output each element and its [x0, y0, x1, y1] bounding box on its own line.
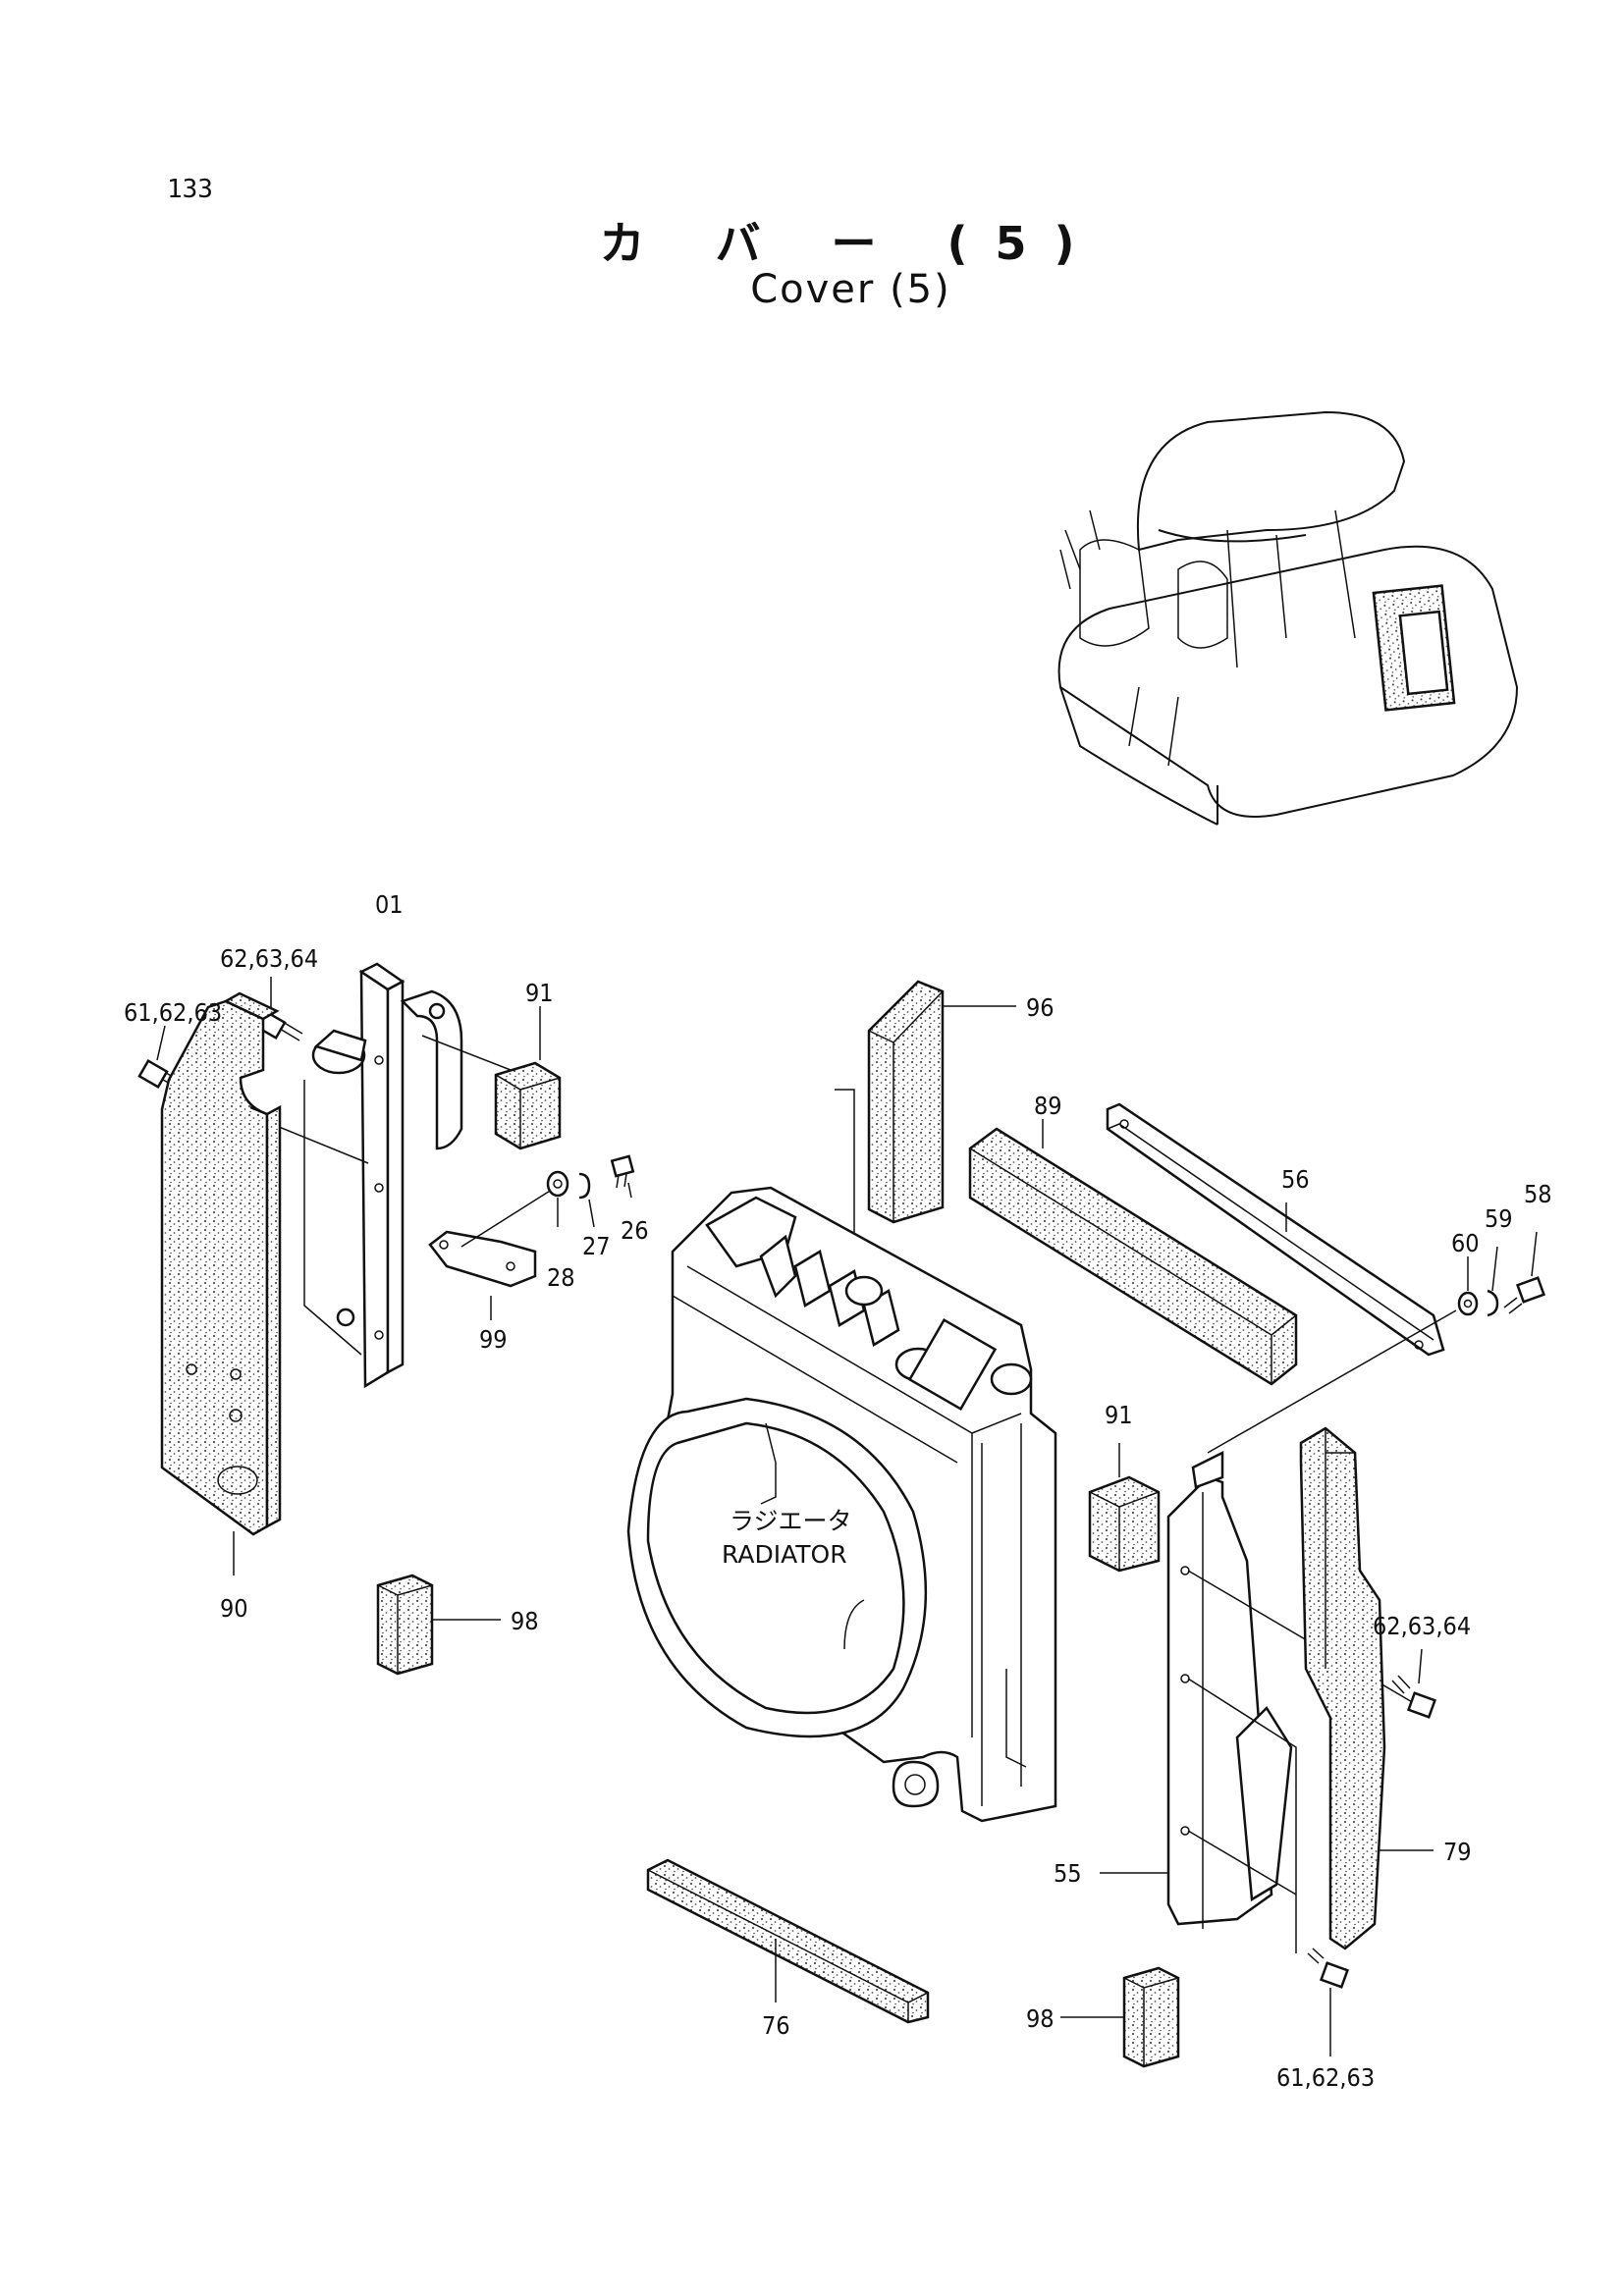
callout-91-top: 91 [525, 979, 554, 1007]
callout-60: 60 [1451, 1229, 1480, 1257]
callout-99: 99 [479, 1325, 508, 1354]
callout-27: 27 [582, 1232, 611, 1260]
bolt-group-62-63-64-right [1391, 1648, 1437, 1719]
callout-62-63-64-top: 62,63,64 [220, 944, 318, 973]
page-title-japanese: カ バ ー (5) [599, 217, 1103, 270]
foam-block-91-right [1088, 1443, 1161, 1573]
callout-76: 76 [762, 2011, 790, 2040]
callout-55: 55 [1054, 1859, 1082, 1888]
machine-overview-illustration [1057, 410, 1519, 826]
bracket-part-01 [303, 962, 463, 1389]
callout-28: 28 [547, 1263, 575, 1292]
bracket-part-55 [1100, 1450, 1415, 1953]
foam-block-98-left [376, 1574, 501, 1676]
callout-61-62-63-bottom: 61,62,63 [1276, 2063, 1375, 2092]
callout-59: 59 [1485, 1204, 1513, 1233]
radiator-label-english: RADIATOR [722, 1540, 847, 1569]
callout-labels: 01 62,63,64 61,62,63 91 96 89 56 58 59 6… [124, 890, 1552, 2092]
hardware-26-27-28 [546, 1154, 635, 1228]
bolt-group-61-62-63-bottom [1307, 1948, 1350, 2056]
callout-61-62-63-top: 61,62,63 [124, 998, 222, 1027]
callout-91-right: 91 [1105, 1401, 1133, 1429]
radiator-assembly: ラジエータ RADIATOR [626, 1186, 1057, 1823]
callout-62-63-64-right: 62,63,64 [1373, 1612, 1471, 1640]
callout-89: 89 [1034, 1092, 1062, 1120]
foam-panel-96 [804, 980, 1016, 1253]
foam-panel-79 [1299, 1426, 1434, 1950]
foam-bar-76 [646, 1858, 930, 2024]
radiator-label-japanese: ラジエータ [730, 1507, 852, 1535]
foam-pad-90 [160, 991, 282, 1575]
callout-98-bottom: 98 [1026, 2004, 1055, 2033]
callout-96: 96 [1026, 993, 1055, 1022]
callout-58: 58 [1524, 1180, 1552, 1208]
callout-56: 56 [1281, 1165, 1310, 1194]
foam-bar-89 [968, 1119, 1298, 1386]
callout-90: 90 [220, 1594, 248, 1623]
callout-79: 79 [1443, 1838, 1472, 1866]
foam-block-91-top [421, 1006, 562, 1150]
callout-98-left: 98 [511, 1607, 539, 1635]
foam-block-98-bottom [1060, 1966, 1180, 2068]
hardware-58-59-60 [1207, 1231, 1546, 1454]
callout-01: 01 [375, 890, 404, 919]
plate-part-99 [428, 1187, 556, 1320]
page-number: 133 [167, 175, 213, 204]
plate-part-56 [1106, 1102, 1445, 1357]
callout-26: 26 [621, 1216, 649, 1245]
page-title-english: Cover (5) [750, 267, 951, 312]
